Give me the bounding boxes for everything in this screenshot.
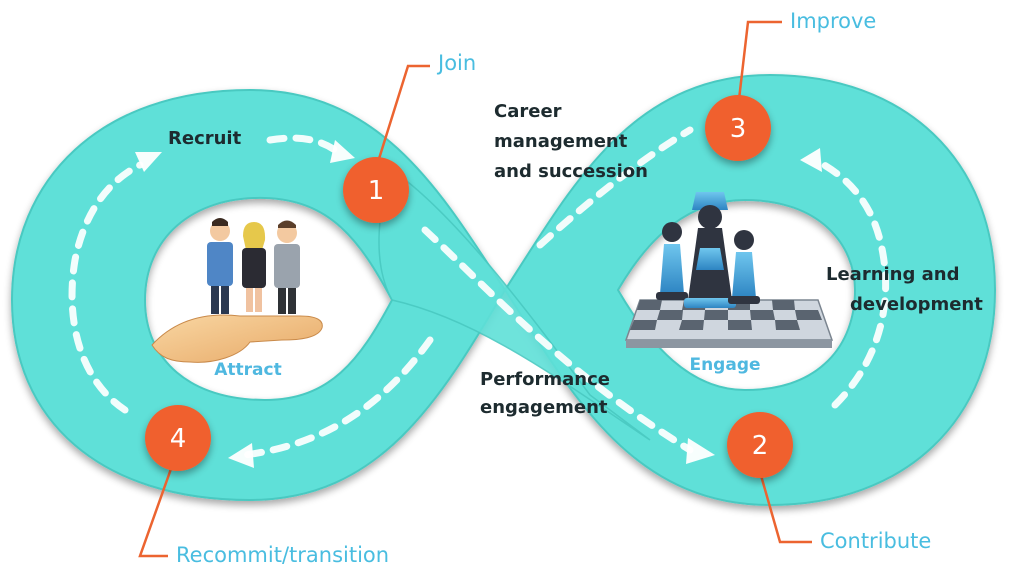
arrowheads	[135, 140, 822, 468]
step-marker-4-number: 4	[170, 424, 187, 454]
step-marker-4: 4	[145, 405, 211, 471]
step-label-recruit: Recruit	[168, 128, 242, 149]
track-crossing	[378, 168, 651, 441]
step-label-learning-line1: Learning and	[826, 264, 960, 285]
flow-arrow-diagonal	[421, 226, 694, 454]
step-marker-1: 1	[343, 157, 409, 223]
leader-lines	[138, 20, 812, 558]
people-on-hand-illustration	[151, 218, 323, 363]
arrowhead-recruit	[330, 140, 355, 163]
step-marker-2: 2	[727, 412, 793, 478]
chess-illustration	[624, 192, 834, 348]
step-label-career-line1: Career	[494, 101, 562, 122]
stage-label-join: Join	[436, 51, 476, 75]
stage-label-contribute: Contribute	[820, 529, 931, 553]
person-middle-icon	[242, 222, 266, 312]
loop-label-attract: Attract	[214, 360, 281, 380]
arrowhead-left-up	[135, 152, 162, 172]
leader-line-recommit	[138, 465, 174, 558]
chess-pawn-left-icon	[656, 222, 688, 300]
person-right-icon	[274, 220, 300, 314]
leader-line-improve	[736, 20, 782, 109]
arrowhead-return	[228, 443, 254, 468]
step-label-career-line2: management	[494, 131, 628, 152]
flow-arrows	[68, 126, 890, 459]
person-left-icon	[207, 218, 233, 314]
chess-pawn-right-icon	[728, 230, 760, 304]
hand-icon	[151, 314, 323, 363]
flow-arrow-return	[241, 336, 434, 459]
step-marker-1-number: 1	[368, 176, 385, 206]
loop-label-engage: Engage	[689, 355, 760, 375]
flow-arrow-left-up	[68, 161, 144, 414]
step-marker-3: 3	[705, 95, 771, 161]
leader-line-contribute	[758, 471, 812, 544]
step-label-performance-line2: engagement	[480, 397, 608, 418]
stage-label-improve: Improve	[790, 9, 876, 33]
step-marker-2-number: 2	[752, 431, 769, 461]
leader-line-join	[376, 64, 430, 163]
chess-king-icon	[684, 192, 736, 308]
flow-arrow-recruit	[266, 134, 339, 154]
flow-arrow-career	[536, 126, 694, 249]
step-label-career-line3: and succession	[494, 161, 648, 182]
flow-arrow-right-up	[811, 156, 890, 409]
stage-label-recommit: Recommit/transition	[176, 543, 389, 567]
arrowhead-right-up	[800, 148, 822, 172]
step-label-learning-line2: development	[850, 294, 983, 315]
step-label-performance-line1: Performance	[480, 369, 610, 390]
step-marker-3-number: 3	[730, 114, 747, 144]
arrowhead-diagonal	[686, 438, 715, 464]
